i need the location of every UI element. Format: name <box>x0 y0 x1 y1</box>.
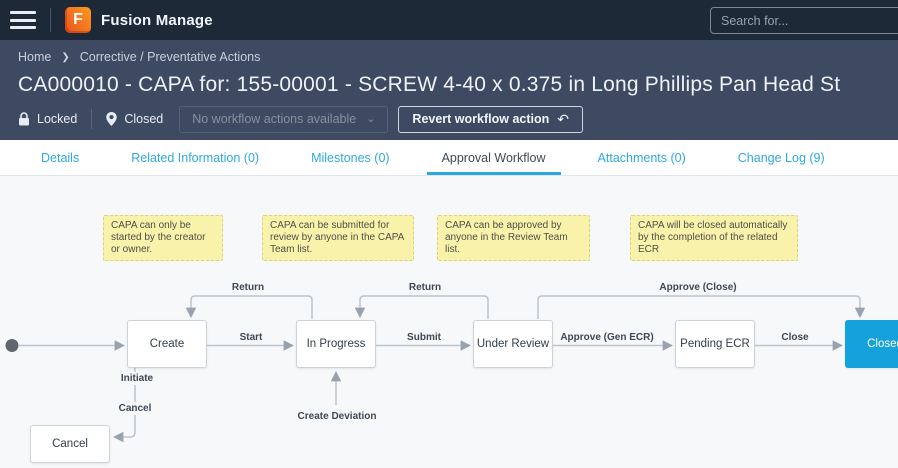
chevron-down-icon: ⌄ <box>366 113 376 125</box>
revert-workflow-action-button[interactable]: Revert workflow action ↶ <box>398 105 583 133</box>
tab-bar: Details Related Information (0) Mileston… <box>0 140 898 176</box>
workflow-state-cancel: Cancel <box>30 425 110 463</box>
logo-letter: F <box>73 11 83 28</box>
workflow-state-pending-ecr: Pending ECR <box>675 320 755 368</box>
workflow-state-under-review: Under Review <box>473 320 553 368</box>
undo-arrow-icon: ↶ <box>557 111 569 127</box>
tab-related-information[interactable]: Related Information (0) <box>131 150 260 165</box>
transition-label-return: Return <box>227 281 269 294</box>
transition-label-create-deviation: Create Deviation <box>293 410 381 423</box>
workflow-state-status: Closed <box>106 112 163 126</box>
breadcrumb: Home ❯ Corrective / Preventative Actions <box>18 48 880 66</box>
workflow-state-in-progress: In Progress <box>296 320 376 368</box>
workflow-actions-dropdown[interactable]: No workflow actions available ⌄ <box>179 105 389 133</box>
transition-label-close: Close <box>777 331 813 344</box>
chevron-right-icon: ❯ <box>61 51 70 63</box>
header-actions-row: Locked Closed No workflow actions availa… <box>18 105 880 133</box>
workflow-state-create: Create <box>127 320 207 368</box>
top-bar: F Fusion Manage <box>0 0 898 40</box>
transition-label-start: Start <box>235 331 267 344</box>
page-title: CA000010 - CAPA for: 155-00001 - SCREW 4… <box>18 73 841 96</box>
workflow-note: CAPA can only be started by the creator … <box>103 215 223 261</box>
transition-label-initiate: Initiate <box>116 372 158 385</box>
transition-label-submit: Submit <box>403 331 445 344</box>
workflow-note: CAPA can be approved by anyone in the Re… <box>437 215 590 261</box>
workflow-state-label: Closed <box>124 112 164 126</box>
workflow-note: CAPA can be submitted for review by anyo… <box>262 215 414 261</box>
workflow-start-dot <box>5 339 19 352</box>
topbar-divider <box>50 8 51 32</box>
transition-label-approve-gen-ecr: Approve (Gen ECR) <box>556 331 658 344</box>
status-divider <box>91 109 93 129</box>
tab-details[interactable]: Details <box>41 150 80 165</box>
location-pin-icon <box>106 112 118 126</box>
workflow-actions-placeholder: No workflow actions available <box>192 112 357 126</box>
record-header: Home ❯ Corrective / Preventative Actions… <box>0 40 898 140</box>
revert-button-label: Revert workflow action <box>412 112 550 126</box>
tab-milestones[interactable]: Milestones (0) <box>311 150 390 165</box>
tab-approval-workflow[interactable]: Approval Workflow <box>426 140 561 175</box>
lock-icon <box>19 112 29 126</box>
lock-status: Locked <box>18 112 77 126</box>
workflow-state-closed: Closed <box>845 320 898 368</box>
breadcrumb-current: Corrective / Preventative Actions <box>79 50 261 64</box>
transition-label-approve-close: Approve (Close) <box>655 281 741 294</box>
search-input[interactable] <box>710 7 898 34</box>
workflow-note: CAPA will be closed automatically by the… <box>630 215 798 261</box>
approval-workflow-panel: CAPA can only be started by the creator … <box>0 176 898 468</box>
fusion-logo-icon: F <box>65 7 91 33</box>
app-title: Fusion Manage <box>101 11 213 29</box>
tab-attachments[interactable]: Attachments (0) <box>597 150 686 165</box>
hamburger-menu-icon[interactable] <box>10 10 36 30</box>
lock-status-label: Locked <box>37 112 78 126</box>
transition-label-return: Return <box>404 281 446 294</box>
tab-change-log[interactable]: Change Log (9) <box>737 150 825 165</box>
transition-label-cancel: Cancel <box>114 402 156 415</box>
breadcrumb-home[interactable]: Home <box>18 50 52 64</box>
workflow-connectors <box>5 295 866 443</box>
